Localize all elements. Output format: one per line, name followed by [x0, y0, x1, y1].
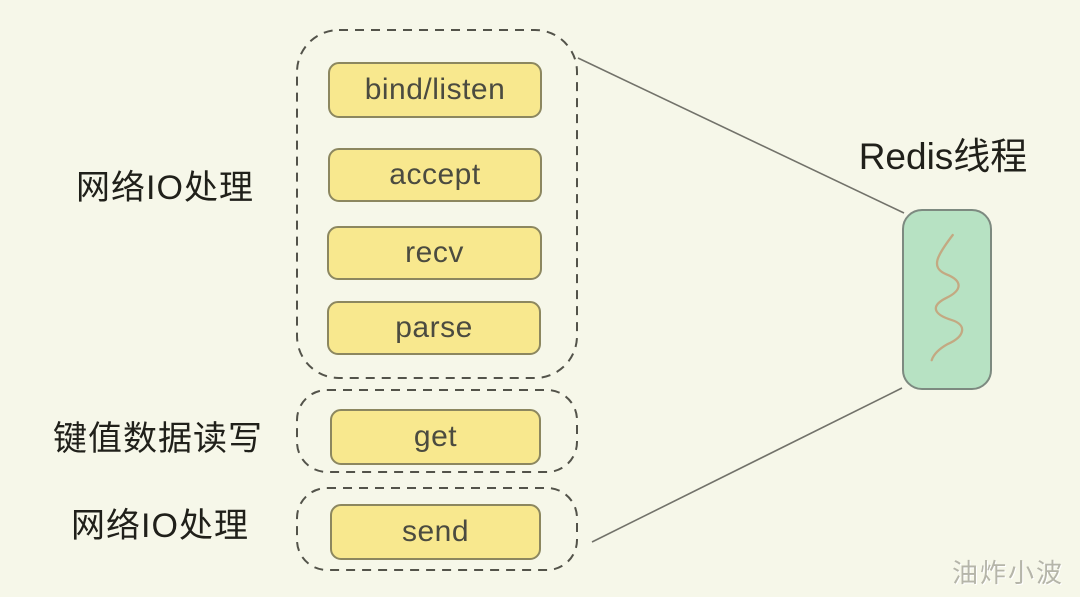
op-get: get — [330, 409, 541, 465]
op-send: send — [330, 504, 541, 560]
op-bind-listen: bind/listen — [328, 62, 542, 118]
redis-thread-title: Redis线程 — [858, 136, 1028, 177]
op-recv: recv — [327, 226, 542, 280]
op-accept: accept — [328, 148, 542, 202]
label-network-io-bottom: 网络IO处理 — [71, 507, 249, 545]
label-network-io-top: 网络IO处理 — [76, 169, 254, 207]
connector-bottom-line — [591, 387, 903, 543]
squiggle-thread-icon — [930, 233, 964, 362]
redis-thread-box — [902, 209, 992, 390]
watermark: 油炸小波 — [951, 558, 1064, 588]
squiggle-path — [930, 233, 964, 362]
label-kv-data-rw: 键值数据读写 — [53, 420, 263, 458]
op-parse: parse — [327, 301, 541, 355]
